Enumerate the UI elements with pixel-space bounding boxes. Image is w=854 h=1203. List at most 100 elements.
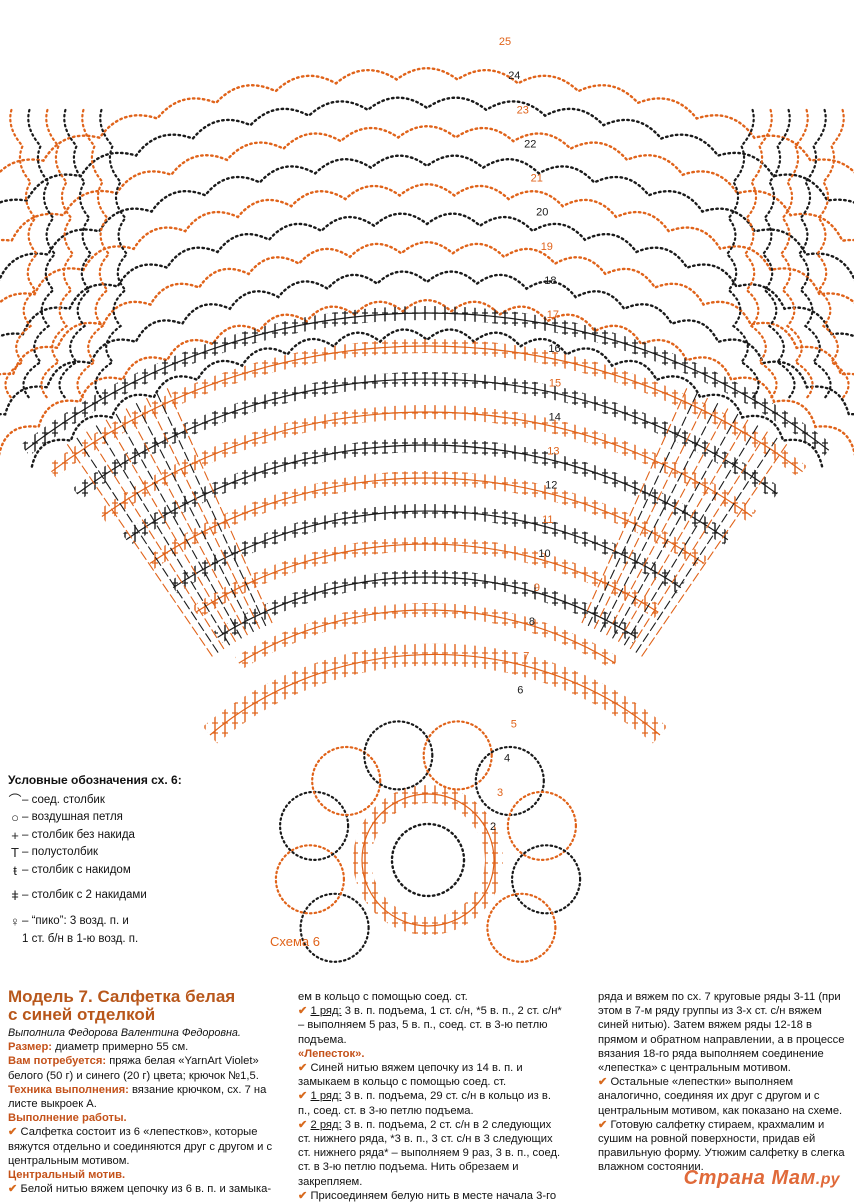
check-icon: ✔	[298, 1090, 308, 1103]
row-number-label: 9	[534, 582, 540, 594]
motif-scallop	[311, 745, 382, 817]
check-icon: ✔	[298, 1062, 308, 1075]
center-row-1: ✔ 1 ряд: 3 в. п. подъема, 1 ст. с/н, *5 …	[298, 1004, 566, 1047]
radial-stitch-line	[617, 416, 750, 642]
legend-text: – “пико”: 3 возд. п. и	[22, 915, 129, 927]
technique-paragraph: Техника выполнения: вязание крючком, сх.…	[8, 1083, 278, 1111]
row-number-label: 10	[538, 548, 550, 560]
center-motif	[202, 643, 668, 963]
side-scallop-row	[22, 108, 57, 400]
half-double-crochet-icon: T	[11, 845, 19, 860]
arch-row	[0, 241, 854, 376]
model-title-line-1: Модель 7. Салфетка белая	[8, 987, 236, 1006]
row-text: 3 в. п. подъема, 2 ст. с/н в 2 следующих…	[298, 1118, 561, 1188]
side-scallop-row	[4, 108, 39, 400]
legend-item-double-crochet: ŧ – столбик с накидом	[8, 862, 238, 880]
row-number-label: 12	[545, 480, 557, 492]
petal-paragraph: ✔ Синей нитью вяжем цепочку из 14 в. п. …	[298, 1061, 566, 1089]
row-number-label: 6	[517, 685, 523, 697]
chain-stitch-icon: ○	[11, 810, 19, 825]
other-petals-paragraph: ✔ Остальные «лепестки» выполняем аналоги…	[598, 1075, 850, 1118]
fan-row-base	[149, 477, 705, 564]
legend-item-chain: ○ – воздушная петля	[8, 809, 238, 827]
arch-row	[0, 212, 854, 338]
model-title: Модель 7. Салфетка белая с синей отделко…	[8, 988, 278, 1024]
row-number-label: 20	[536, 207, 548, 219]
legend-text: – столбик с накидом	[22, 863, 131, 876]
legend-picot-note: 1 ст. б/н в 1-ю возд. п.	[22, 932, 139, 945]
center-motif-text: Белой нитью вяжем цепочку из 6 в. п. и з…	[17, 1183, 272, 1196]
fan-row-base	[195, 543, 659, 613]
radial-stitch-line	[74, 435, 219, 653]
legend-text: – соед. столбик	[22, 793, 105, 806]
legend-title: Условные обозначения сх. 6:	[8, 773, 182, 787]
side-scallop-row	[797, 108, 832, 400]
petal-text: Синей нитью вяжем цепочку из 14 в. п. и …	[298, 1062, 523, 1089]
center-motif-heading: Центральный мотив.	[8, 1169, 126, 1182]
article: Модель 7. Салфетка белая с синей отделко…	[8, 988, 850, 1202]
radial-stitch-line	[114, 411, 242, 639]
radial-stitch-line	[629, 428, 770, 650]
check-icon: ✔	[298, 1189, 308, 1202]
fan-row-base	[217, 576, 637, 638]
check-icon: ✔	[598, 1118, 608, 1131]
side-scallop-row	[94, 108, 129, 400]
arch-row	[0, 96, 854, 204]
fan-row-base	[24, 312, 830, 451]
row-number-label: 4	[504, 753, 510, 765]
arch-row	[30, 328, 824, 468]
motif-scallop	[299, 892, 370, 963]
row-number-label: 21	[531, 173, 543, 185]
petal-heading: «Лепесток».	[298, 1047, 365, 1060]
finishing-paragraph: ✔ Готовую салфетку стираем, крахмалим и …	[598, 1118, 850, 1175]
row-number-label: 24	[508, 70, 520, 82]
motif-ring-inner	[390, 822, 466, 898]
fan-row-base	[172, 510, 682, 589]
legend-text: – столбик без накида	[22, 828, 135, 841]
continuation-text: ряда и вяжем по сх. 7 круговые ряды 3-11…	[598, 991, 845, 1075]
article-column-1: Модель 7. Салфетка белая с синей отделко…	[8, 988, 278, 1196]
row-number-label: 11	[542, 514, 553, 526]
row-number-label: 22	[524, 138, 536, 150]
radial-stitch-line	[593, 395, 710, 630]
side-scallop-row	[40, 108, 75, 400]
motif-scallop	[363, 720, 434, 791]
radial-stitch-line	[155, 390, 267, 627]
legend-text: – воздушная петля	[22, 811, 123, 823]
row-number-label: 5	[511, 719, 517, 731]
row-number-label: 8	[529, 616, 535, 628]
motif-scallop	[486, 892, 557, 963]
row-number-label: 17	[547, 309, 559, 321]
legend-text: – полустолбик	[22, 846, 99, 858]
motif-scallop	[422, 720, 493, 791]
radial-stitch-line	[623, 422, 760, 646]
watermark-brand: Страна Мам	[683, 1167, 816, 1189]
watermark-domain: .ру	[815, 1171, 840, 1188]
technique-label: Техника выполнения:	[8, 1083, 129, 1096]
motif-scallop	[279, 790, 350, 862]
side-scallop-row	[725, 108, 760, 400]
slip-stitch-icon: ⌒	[8, 792, 22, 808]
side-scallop-row	[743, 108, 778, 400]
radial-stitch-line	[65, 441, 213, 657]
arch-row	[0, 125, 854, 243]
finishing-text: Готовую салфетку стираем, крахмалим и су…	[598, 1118, 845, 1174]
side-scallop-row	[58, 108, 93, 400]
materials-text: пряжа белая «YarnArt Violet» белого (50 …	[8, 1055, 259, 1082]
join-paragraph: ✔ Присоединяем белую нить в месте начала…	[298, 1189, 566, 1203]
legend: Условные обозначения сх. 6: ⌒ – соед. ст…	[8, 772, 238, 948]
join-text: Присоединяем белую нить в месте начала 3…	[307, 1189, 557, 1202]
center-motif-paragraph: ✔ Белой нитью вяжем цепочку из 6 в. п. и…	[8, 1182, 278, 1196]
legend-item-picot: ♀ – “пико”: 3 возд. п. и	[8, 913, 238, 931]
row-number-label: 19	[541, 241, 553, 253]
motif-scallop	[510, 844, 582, 915]
row-text: 3 в. п. подъема, 29 ст. с/н в кольцо из …	[298, 1090, 551, 1117]
materials-label: Вам потребуется:	[8, 1055, 107, 1068]
row-label: 1 ряд:	[310, 1090, 342, 1103]
model-title-line-2: с синей отделкой	[8, 1005, 156, 1024]
radial-stitch-line	[600, 400, 720, 633]
row-number-label: 16	[548, 343, 560, 355]
motif-ring-outer	[353, 785, 503, 935]
